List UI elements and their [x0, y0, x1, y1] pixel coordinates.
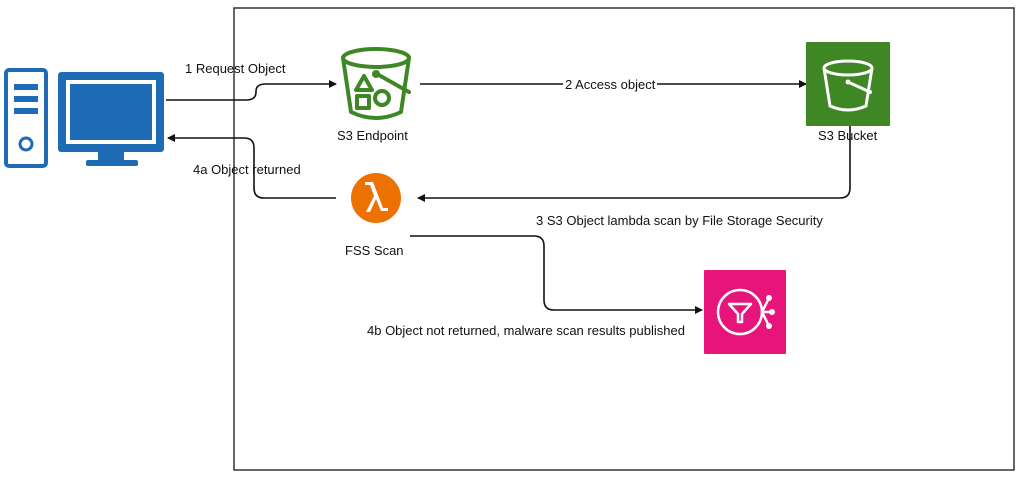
fss-scan-label: FSS Scan [345, 243, 404, 258]
fss-scan-node[interactable] [350, 172, 402, 224]
edge-object-not-returned [410, 235, 703, 314]
edge-object-returned [167, 134, 336, 199]
s3-endpoint-bucket-icon [341, 47, 411, 120]
edge-label-lambda-scan: 3 S3 Object lambda scan by File Storage … [536, 213, 823, 228]
sns-filter-fanout-icon [716, 288, 775, 336]
edge-label-request-object: 1 Request Object [185, 61, 286, 76]
client-workstation [0, 66, 170, 170]
edge-label-object-not-returned: 4b Object not returned, malware scan res… [367, 323, 685, 338]
s3-bucket-icon [822, 59, 874, 112]
lambda-icon [351, 173, 401, 223]
edge-label-access-object: 2 Access object [563, 77, 658, 92]
s3-bucket-label: S3 Bucket [818, 128, 878, 143]
edge-label-object-returned: 4a Object returned [193, 162, 301, 177]
desktop-computer-icon [4, 68, 164, 168]
s3-endpoint-node[interactable] [336, 44, 416, 124]
s3-bucket-node[interactable] [806, 42, 890, 126]
edge-lambda-scan [417, 126, 851, 202]
sns-topic-node[interactable] [704, 270, 786, 354]
aws-boundary [233, 7, 1015, 471]
edge-request-object [166, 80, 337, 101]
s3-endpoint-label: S3 Endpoint [337, 128, 408, 143]
